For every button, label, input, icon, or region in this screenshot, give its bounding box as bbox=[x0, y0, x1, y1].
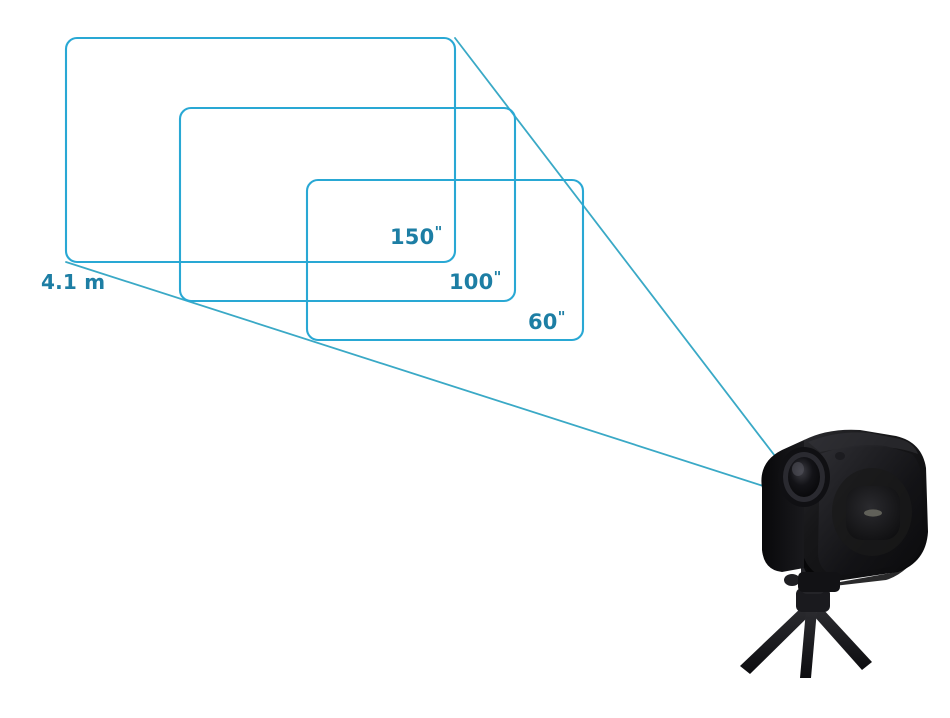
tripod-lock-knob bbox=[784, 574, 800, 586]
throw-lines-group bbox=[65, 37, 789, 493]
screen-size-label-100: 100" bbox=[449, 268, 501, 294]
projector-body-top-highlight bbox=[808, 432, 918, 454]
brand-mark bbox=[864, 509, 882, 517]
projector-illustration bbox=[740, 429, 928, 678]
projector-speaker-grille bbox=[832, 468, 912, 556]
screen-size-label-60: 60" bbox=[528, 308, 566, 334]
lens-glass bbox=[788, 457, 820, 497]
screen-rect-60 bbox=[305, 178, 585, 342]
projector-lens bbox=[778, 447, 830, 507]
tripod-leg-left bbox=[740, 606, 812, 674]
projector-bottom-shadow bbox=[804, 550, 922, 586]
tripod-hub bbox=[796, 588, 830, 612]
projector-mount-plate bbox=[798, 572, 840, 592]
lens-glint bbox=[792, 462, 804, 476]
throw-line-top bbox=[454, 37, 789, 474]
tripod-leg-center bbox=[800, 610, 817, 678]
screen-rect-100 bbox=[178, 106, 517, 303]
inch-symbol-60: " bbox=[557, 308, 566, 326]
screen-rectangles-group bbox=[64, 36, 585, 342]
throw-distance-label: 4.1 m bbox=[41, 270, 106, 294]
throw-line-bottom bbox=[65, 261, 783, 493]
projector-body-group bbox=[761, 429, 928, 592]
screen-size-value-60: 60 bbox=[528, 309, 558, 334]
screen-size-value-150: 150 bbox=[390, 224, 435, 249]
inch-symbol-150: " bbox=[434, 223, 442, 241]
tripod-leg-right bbox=[813, 608, 872, 670]
screen-size-value-100: 100 bbox=[449, 269, 494, 294]
screen-rect-150 bbox=[64, 36, 457, 264]
screen-size-label-150: 150" bbox=[390, 223, 442, 249]
inch-symbol-100: " bbox=[493, 268, 501, 286]
lens-sensor-dot bbox=[835, 452, 845, 460]
